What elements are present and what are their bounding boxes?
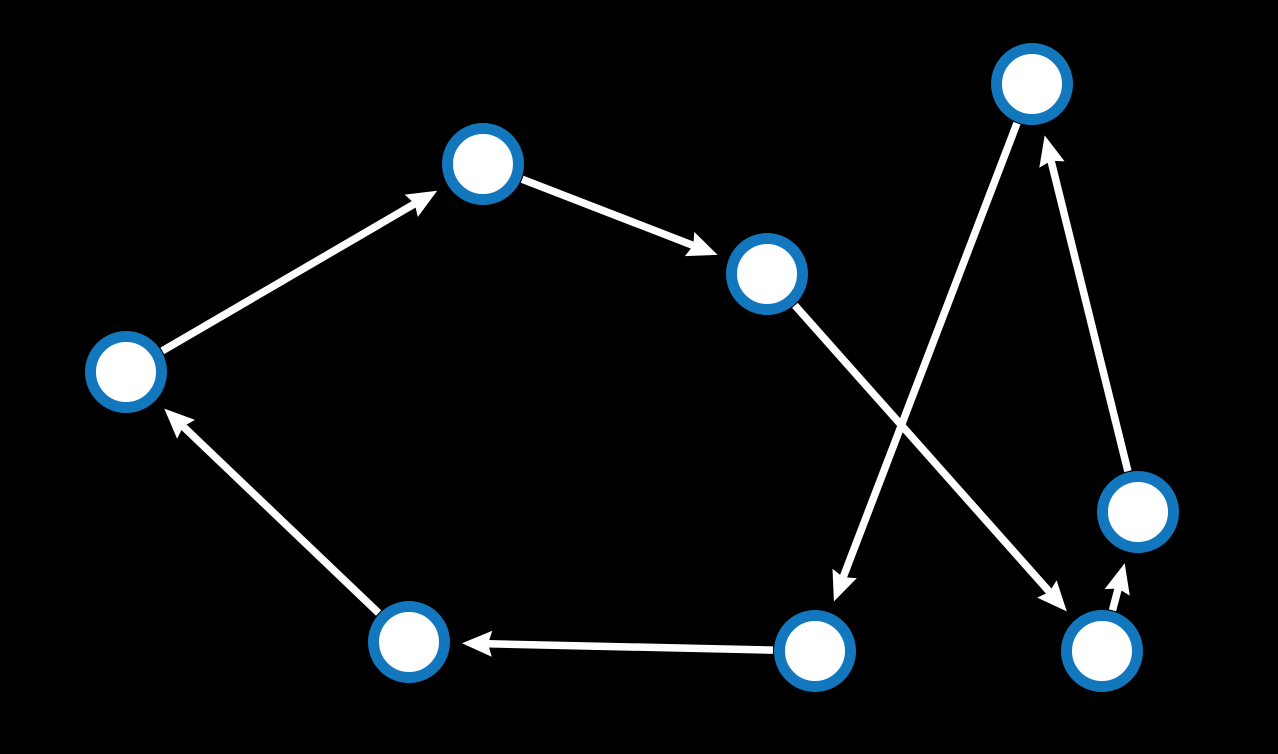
graph-edge-shaft: [180, 423, 382, 616]
graph-edge-shaft: [1108, 587, 1122, 612]
graph-edge-shaft: [839, 121, 1021, 579]
edge-arrowhead: [404, 190, 438, 217]
graph-node: [726, 233, 808, 315]
graph-edge-shaft: [160, 200, 417, 355]
graph-node: [442, 123, 524, 205]
graph-edge-shaft: [792, 302, 1053, 595]
edge-arrowhead: [1037, 580, 1067, 612]
graph-edge-shaft: [1047, 159, 1132, 473]
graph-edge-shaft: [487, 640, 774, 654]
edge-arrowhead: [1039, 135, 1065, 168]
graph-node: [368, 601, 450, 683]
graph-node: [85, 331, 167, 413]
graph-node: [991, 43, 1073, 125]
edge-arrowhead: [164, 408, 195, 439]
graph-node: [1061, 610, 1143, 692]
graph-node: [1097, 471, 1179, 553]
graph-edge-shaft: [520, 175, 695, 249]
edge-arrowhead: [684, 231, 718, 257]
edge-arrowhead: [1104, 563, 1130, 596]
edge-arrowhead: [462, 630, 493, 657]
edge-arrowhead: [832, 568, 857, 602]
graph-node: [774, 610, 856, 692]
